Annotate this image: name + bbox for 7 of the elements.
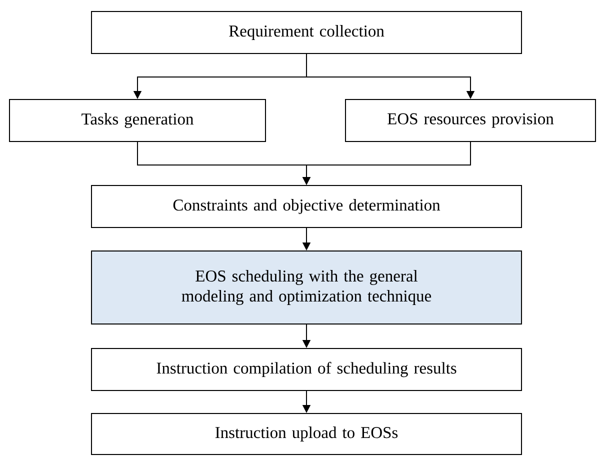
process-box: EOS resources provision — [345, 99, 596, 142]
process-box: Constraints and objective determination — [91, 185, 522, 228]
process-box: Tasks generation — [9, 99, 266, 142]
process-box: Instruction upload to EOSs — [91, 413, 522, 455]
highlighted-process-box: EOS scheduling with the general modeling and optimization technique — [91, 250, 522, 324]
process-box: Instruction compilation of scheduling results — [91, 348, 522, 391]
process-box: Requirement collection — [91, 11, 522, 54]
